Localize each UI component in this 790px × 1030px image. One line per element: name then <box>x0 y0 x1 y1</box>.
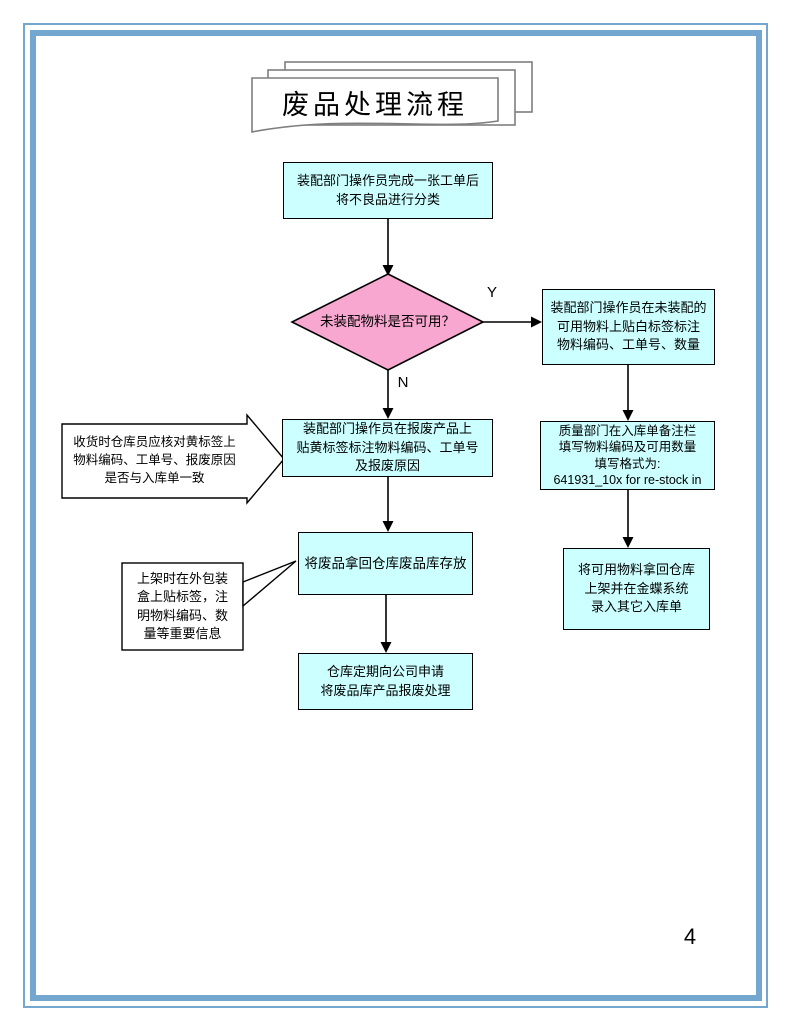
arrowhead-apply <box>380 642 392 653</box>
title-page-front <box>251 77 499 133</box>
arrowhead-store <box>382 521 394 532</box>
callout-check-shape <box>61 413 285 505</box>
flow-node-yellow-label: 装配部门操作员在报废产品上 贴黄标签标注物料编码、工单号 及报废原因 <box>282 419 493 477</box>
callout-shelf-pointer <box>242 560 297 608</box>
title-multidocument-shape <box>251 61 533 133</box>
edge-label-yes: Y <box>486 283 497 301</box>
arrowhead-remark <box>622 410 634 421</box>
decision-diamond-shape <box>290 273 485 371</box>
connectors <box>385 219 629 644</box>
flow-node-quality-remark: 质量部门在入库单备注栏 填写物料编码及可用数量 填写格式为: 641931_10… <box>540 421 715 490</box>
arrowhead-restock <box>622 537 634 548</box>
flowchart-title: 废品处理流程 <box>282 89 468 120</box>
edge-label-no: N <box>397 373 409 391</box>
page-number: 4 <box>683 924 697 949</box>
arrowhead-yellowlabel <box>382 408 394 419</box>
arrowhead-whitelabel <box>531 316 542 328</box>
flow-node-apply-scrap: 仓库定期向公司申请 将废品库产品报废处理 <box>298 653 473 710</box>
callout-shelf-text: 上架时在外包装 盒上贴标签，注 明物料编码、数 量等重要信息 <box>136 570 228 641</box>
flow-node-start: 装配部门操作员完成一张工单后 将不良品进行分类 <box>283 162 493 219</box>
flow-node-white-label: 装配部门操作员在未装配的 可用物料上贴白标签标注 物料编码、工单号、数量 <box>542 289 715 365</box>
callout-check-text: 收货时仓库员应核对黄标签上 物料编码、工单号、报废原因 是否与入库单一致 <box>73 435 236 485</box>
arrowhead-decision <box>382 265 394 276</box>
flow-node-decision: 未装配物料是否可用？ <box>320 314 455 330</box>
flow-node-restock: 将可用物料拿回仓库 上架并在金蝶系统 录入其它入库单 <box>563 548 710 630</box>
flow-node-store-scrap: 将废品拿回仓库废品库存放 <box>298 532 473 595</box>
arrowheads <box>380 265 634 653</box>
